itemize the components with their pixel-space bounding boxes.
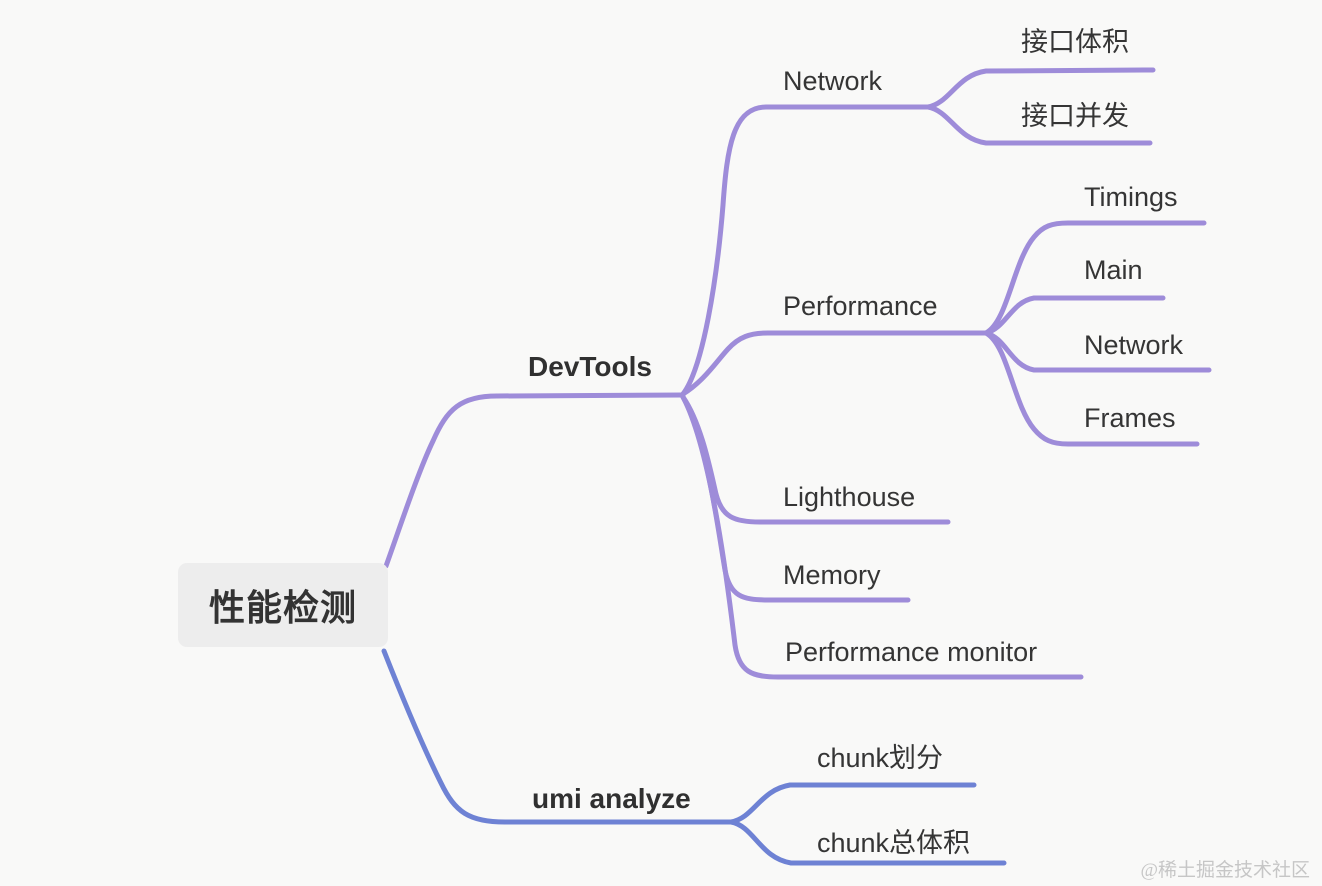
connector-devtools-performance (680, 330, 989, 397)
node-root[interactable]: 性能检测 (178, 563, 388, 647)
connector-network-api-size (925, 67, 1156, 110)
connector-performance-frames (983, 330, 1200, 447)
node-memory[interactable]: Memory (783, 560, 881, 590)
node-performance[interactable]: Performance (783, 291, 938, 321)
node-umi-analyze[interactable]: umi analyze (532, 783, 691, 814)
node-performance-network[interactable]: Network (1084, 330, 1184, 360)
node-chunk-split[interactable]: chunk划分 (817, 743, 944, 773)
connector-umi-chunk-split (728, 782, 977, 825)
connector-umi-chunk-total-size (728, 819, 1007, 866)
node-chunk-total-size[interactable]: chunk总体积 (817, 828, 971, 858)
node-lighthouse[interactable]: Lighthouse (783, 482, 916, 512)
node-timings[interactable]: Timings (1084, 182, 1178, 212)
node-network[interactable]: Network (783, 66, 883, 96)
connector-performance-main (983, 295, 1166, 336)
connector-performance-timings (983, 220, 1207, 336)
node-api-size[interactable]: 接口体积 (1021, 27, 1129, 57)
connector-root-umi-analyze (381, 648, 734, 825)
node-main[interactable]: Main (1084, 255, 1143, 285)
connector-devtools-performance-monitor (680, 394, 1084, 680)
connector-network-api-concurrency (925, 104, 1153, 146)
node-api-concurrency[interactable]: 接口并发 (1021, 101, 1129, 131)
node-devtools[interactable]: DevTools (528, 351, 652, 382)
connector-devtools-network (680, 104, 931, 397)
connector-root-devtools (383, 392, 686, 569)
watermark: @稀土掘金技术社区 (1140, 860, 1311, 881)
node-frames[interactable]: Frames (1084, 403, 1176, 433)
node-performance-monitor[interactable]: Performance monitor (785, 637, 1038, 667)
